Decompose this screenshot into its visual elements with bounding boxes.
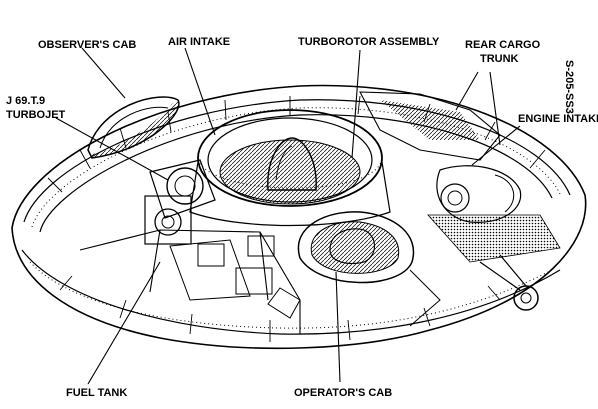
label-engine-intake: ENGINE INTAKE xyxy=(518,113,598,125)
rear-structure xyxy=(359,91,561,263)
fuel-tank-area xyxy=(169,235,275,301)
label-operators-cab: OPERATOR'S CAB xyxy=(294,387,392,399)
label-j69-line2: TURBOJET xyxy=(6,109,66,121)
label-trunk: TRUNK xyxy=(480,53,519,65)
label-j69-line1: J 69.T.9 xyxy=(6,95,45,107)
landing-gear xyxy=(479,254,539,311)
turbojet-engine xyxy=(144,159,216,245)
observers-cab-canopy xyxy=(87,96,180,159)
label-fuel-tank: FUEL TANK xyxy=(66,387,127,399)
leader-lines xyxy=(55,47,521,385)
label-observers-cab: OBSERVER'S CAB xyxy=(38,39,136,51)
engine-intake-assembly xyxy=(436,165,522,223)
serial-number: S-205-SS3 xyxy=(563,60,575,114)
label-turborotor-assembly: TURBOROTOR ASSEMBLY xyxy=(298,36,440,48)
lower-panels xyxy=(79,229,441,334)
label-rear-cargo: REAR CARGO xyxy=(465,39,541,51)
turborotor-assembly xyxy=(189,109,391,227)
operators-cab-canopy xyxy=(267,211,415,319)
label-air-intake: AIR INTAKE xyxy=(168,36,230,48)
